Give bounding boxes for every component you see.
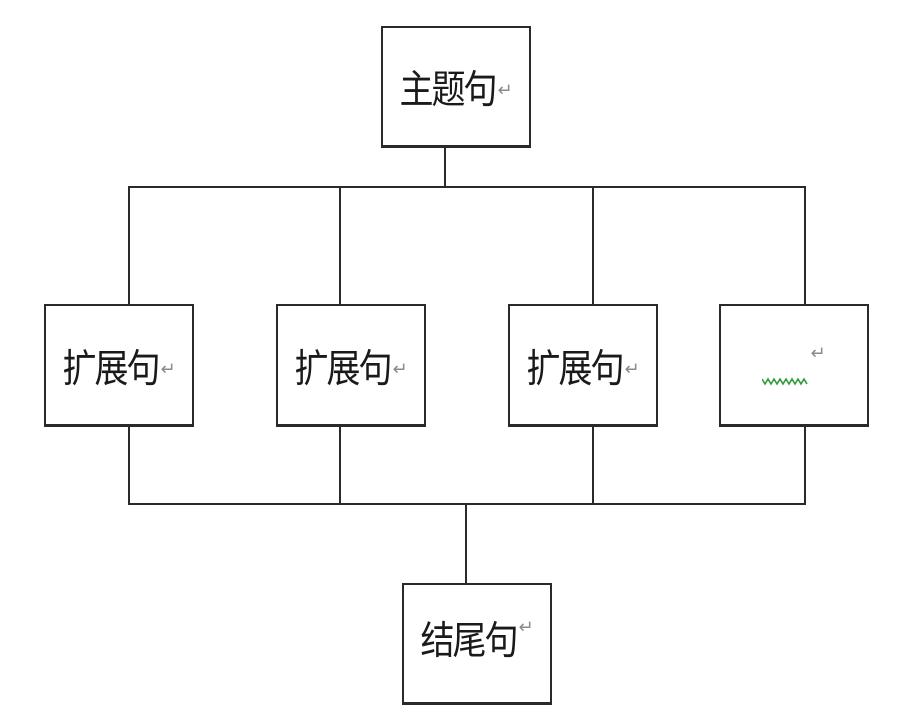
empty-sentence-box[interactable]: ↵: [719, 304, 869, 427]
concluding-sentence-label: 结尾句: [420, 618, 518, 665]
empty-sentence-content: ↵: [762, 343, 826, 386]
paragraph-mark-icon: ↵: [624, 358, 640, 380]
paragraph-mark-icon: ↵: [518, 617, 534, 638]
concluding-sentence-box[interactable]: 结尾句↵: [402, 583, 552, 705]
paragraph-mark-icon: ↵: [810, 342, 826, 364]
connector-bottom-stem: [465, 503, 467, 585]
expansion-sentence-label: 扩展句: [294, 346, 392, 393]
paragraph-mark-icon: ↵: [392, 358, 408, 380]
paragraph-mark-icon: ↵: [497, 80, 513, 101]
topic-sentence-label: 主题句: [399, 67, 497, 114]
connector-rise-4: [804, 424, 806, 505]
connector-top-stem: [444, 146, 446, 188]
topic-sentence-box[interactable]: 主题句↵: [381, 26, 531, 148]
paragraph-structure-diagram: 主题句↵ 扩展句↵ 扩展句↵ 扩展句↵ ↵ 结尾句↵: [44, 26, 869, 705]
connector-top-bus: [128, 186, 806, 188]
expansion-sentence-box-3[interactable]: 扩展句↵: [508, 304, 658, 427]
connector-drop-3: [592, 186, 594, 306]
connector-rise-1: [128, 424, 130, 505]
connector-bottom-bus: [128, 503, 806, 505]
expansion-sentence-label: 扩展句: [526, 346, 624, 393]
connector-drop-1: [128, 186, 130, 306]
expansion-sentence-box-1[interactable]: 扩展句↵: [44, 304, 194, 427]
paragraph-mark-icon: ↵: [160, 358, 176, 380]
connector-rise-2: [339, 424, 341, 505]
expansion-sentence-label: 扩展句: [62, 346, 160, 393]
spellcheck-squiggle-icon: [762, 376, 809, 386]
connector-drop-4: [804, 186, 806, 306]
expansion-sentence-box-2[interactable]: 扩展句↵: [276, 304, 426, 427]
connector-drop-2: [339, 186, 341, 306]
connector-rise-3: [592, 424, 594, 505]
